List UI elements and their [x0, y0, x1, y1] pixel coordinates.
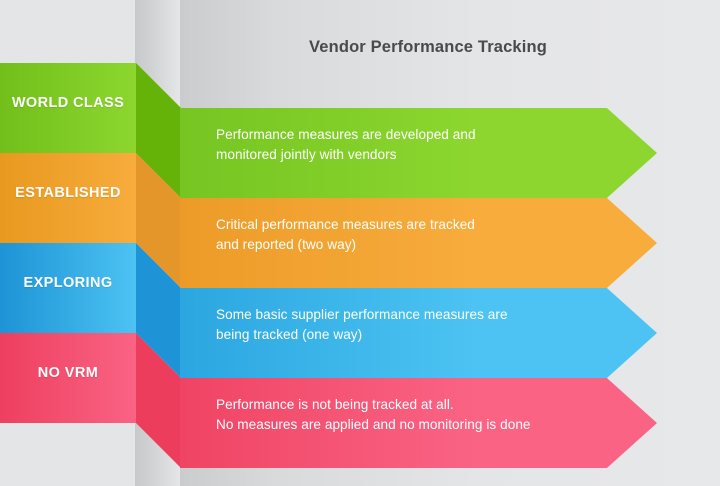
arrow-text-line-1: Some basic supplier performance measures… — [216, 307, 508, 322]
page-title: Vendor Performance Tracking — [309, 38, 547, 56]
maturity-band-established[interactable]: ESTABLISHED Critical performance measure… — [0, 153, 720, 288]
arrow-text-line-1: Performance measures are developed and — [216, 127, 476, 142]
maturity-band-no-vrm[interactable]: NO VRM Performance is not being tracked … — [0, 333, 720, 468]
arrow-callout[interactable]: Performance measures are developed and m… — [180, 108, 657, 198]
maturity-band-exploring[interactable]: EXPLORING Some basic supplier performanc… — [0, 243, 720, 378]
arrow-callout[interactable]: Critical performance measures are tracke… — [180, 198, 657, 288]
arrow-text: Performance measures are developed and m… — [216, 125, 616, 164]
arrow-callout[interactable]: Performance is not being tracked at all.… — [180, 378, 657, 468]
level-label: WORLD CLASS — [11, 95, 125, 111]
arrow-text-line-1: Critical performance measures are tracke… — [216, 217, 475, 232]
arrow-text-line-2: being tracked (one way) — [216, 326, 363, 342]
arrow-text: Performance is not being tracked at all.… — [216, 395, 616, 434]
level-block-no-vrm[interactable]: NO VRM — [0, 333, 136, 423]
arrow-text-line-2: No measures are applied and no monitorin… — [216, 416, 531, 432]
level-label: EXPLORING — [23, 275, 113, 291]
arrow-text-line-2: and reported (two way) — [216, 236, 357, 252]
level-block-world-class[interactable]: WORLD CLASS — [0, 63, 136, 153]
level-label: NO VRM — [37, 365, 99, 381]
arrow-text-line-1: Performance is not being tracked at all. — [216, 397, 454, 412]
fold-connector — [136, 63, 181, 198]
level-block-exploring[interactable]: EXPLORING — [0, 243, 136, 333]
maturity-band-world-class[interactable]: WORLD CLASS Performance measures are dev… — [0, 63, 720, 198]
level-block-established[interactable]: ESTABLISHED — [0, 153, 136, 243]
arrow-text-line-2: monitored jointly with vendors — [216, 146, 397, 162]
arrow-text: Critical performance measures are tracke… — [216, 215, 616, 254]
arrow-callout[interactable]: Some basic supplier performance measures… — [180, 288, 657, 378]
level-label: ESTABLISHED — [15, 185, 121, 201]
arrow-text: Some basic supplier performance measures… — [216, 305, 616, 344]
